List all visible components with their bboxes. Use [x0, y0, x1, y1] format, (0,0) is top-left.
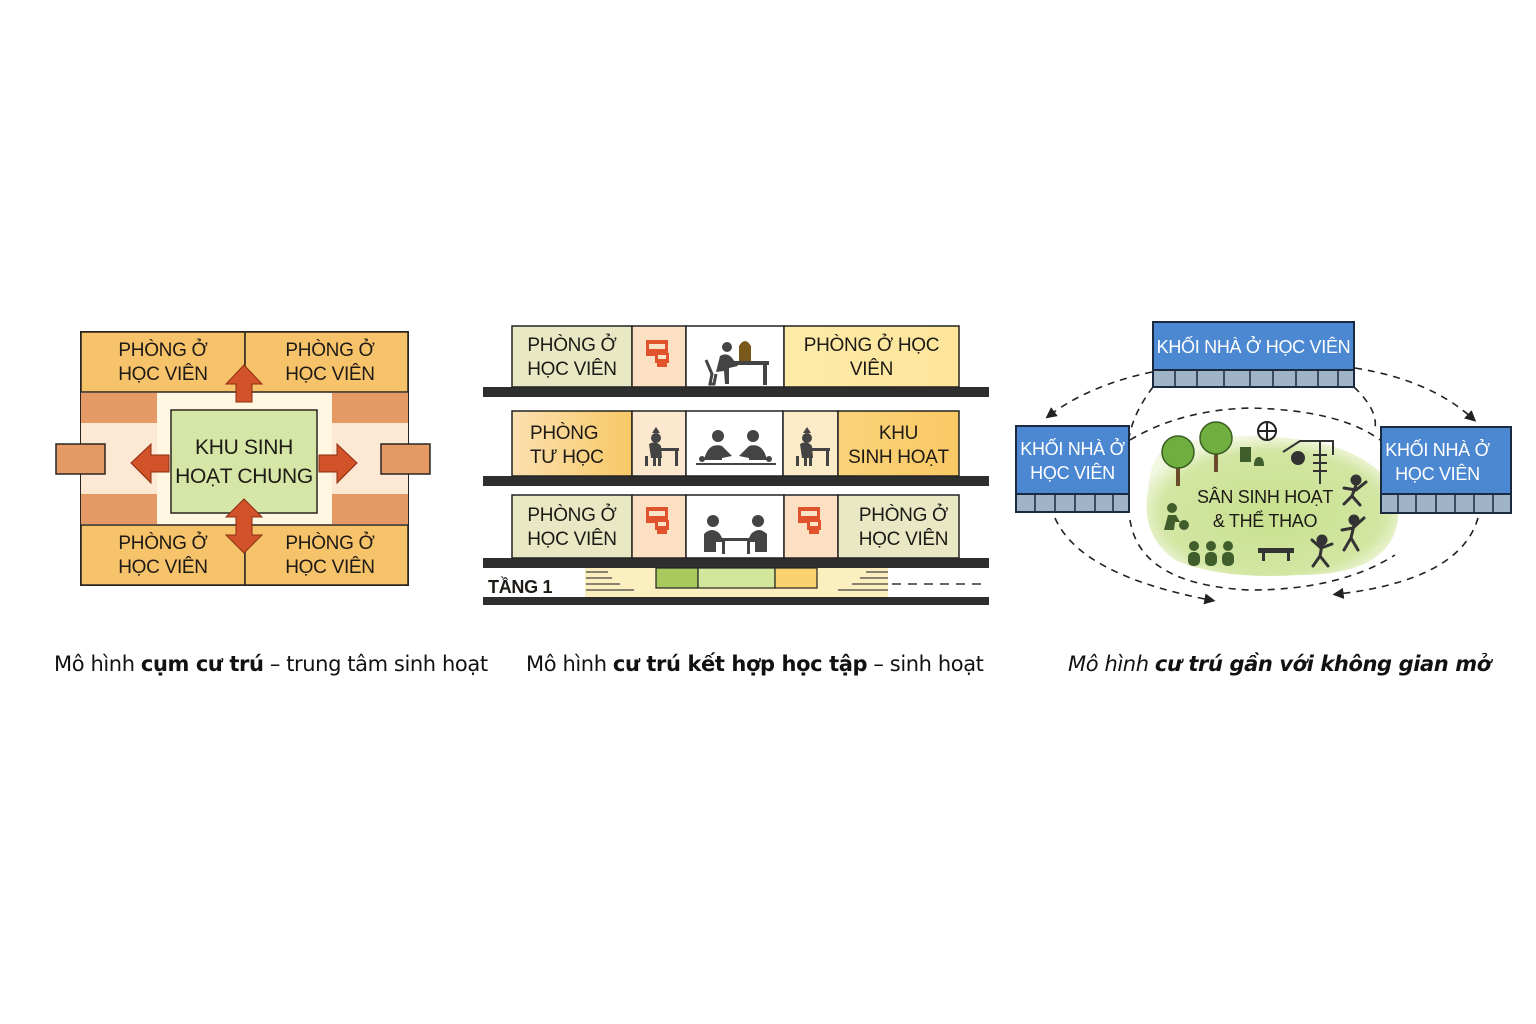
caption-prefix: Mô hình [1068, 652, 1155, 676]
diagram-open-space-model: KHỐI NHÀ Ở HỌC VIÊN KHỐI NHÀ Ở HỌC VIÊN … [1015, 321, 1512, 676]
caption-prefix: Mô hình [54, 652, 141, 676]
courtyard-label: SÂN SINH HOẠT & THỂ THAO [1196, 487, 1334, 531]
caption-suffix: – sinh hoạt [867, 652, 984, 676]
block-top-label: KHỐI NHÀ Ở HỌC VIÊN [1156, 337, 1351, 357]
courtyard-area [1146, 435, 1399, 576]
room-label-bottom-left: PHÒNG Ở HỌC VIÊN [118, 533, 208, 578]
room-label-top-left: PHÒNG Ở HỌC VIÊN [118, 340, 208, 385]
ground-floor-label: TẦNG 1 [488, 577, 553, 597]
block-top [1152, 321, 1355, 388]
trash-bin-icon [1240, 447, 1251, 462]
caption-bold: cư trú gần với không gian mở [1154, 652, 1491, 676]
two-people-discussing-icon [696, 430, 776, 465]
block-right-label: KHỐI NHÀ Ở HỌC VIÊN [1385, 439, 1490, 484]
caption-cluster-model: Mô hình cụm cư trú – trung tâm sinh hoạt [54, 652, 488, 676]
block-left-label: KHỐI NHÀ Ở HỌC VIÊN [1020, 439, 1125, 483]
block-left [1015, 425, 1130, 513]
cluster-plan [55, 331, 431, 586]
diagram-cluster-model: PHÒNG Ở HỌC VIÊN PHÒNG Ở HỌC VIÊN PHÒNG … [0, 0, 488, 700]
person-playing-ball-icon [1164, 503, 1189, 530]
playground-swing-icon [1282, 440, 1334, 484]
block-right [1380, 426, 1512, 514]
caption-mixed-model: Mô hình cư trú kết hợp học tập – sinh ho… [526, 652, 984, 676]
floor-slab [483, 387, 989, 397]
room-bottom-left [80, 524, 246, 586]
bell-icon [1254, 457, 1264, 466]
room-top-right [244, 331, 409, 393]
floor-slab [483, 597, 989, 605]
side-block [81, 393, 157, 423]
section-drawing [483, 325, 989, 605]
side-block [332, 494, 408, 524]
floor3-left-label: PHÒNG Ở HỌC VIÊN [527, 335, 617, 380]
side-block [81, 494, 157, 524]
arrow-left-icon [130, 442, 170, 485]
person-dancing-icon [1310, 534, 1334, 568]
side-block [332, 393, 408, 423]
caption-suffix: – trung tâm sinh hoạt [263, 652, 488, 676]
common-area [170, 409, 318, 514]
arrow-right-icon [318, 442, 358, 485]
entry-left [55, 443, 106, 475]
circulation-paths [1045, 367, 1479, 605]
entry-right [380, 443, 431, 475]
floor-slab [483, 476, 989, 486]
floor1-left-label: PHÒNG Ở HỌC VIÊN [527, 505, 617, 550]
open-space-plan [1015, 321, 1512, 605]
caption-bold: cư trú kết hợp học tập [612, 652, 868, 676]
two-people-at-table-icon [704, 515, 767, 554]
bench-icon [1258, 548, 1294, 561]
caption-prefix: Mô hình [526, 652, 613, 676]
person-exercising-icon [1340, 474, 1368, 552]
diagram-mixed-model: PHÒNG Ở HỌC VIÊN PHÒNG Ở HỌC VIÊN PHÒNG … [0, 0, 1000, 700]
floor3-right-label: PHÒNG Ở HỌC VIÊN [803, 335, 940, 380]
arrow-updown-icon [224, 498, 264, 554]
stairs-icon [586, 571, 888, 591]
floor2-right-label: KHU SINH HOẠT [848, 423, 949, 468]
arrow-up-icon [224, 364, 264, 403]
room-bottom-right [244, 524, 409, 586]
room-label-bottom-right: PHÒNG Ở HỌC VIÊN [285, 533, 375, 578]
caption-bold: cụm cư trú [140, 652, 264, 676]
floor-slab [483, 558, 989, 568]
floor2-left-label: PHÒNG TƯ HỌC [530, 423, 604, 468]
basketball-hoop-icon [1257, 421, 1277, 441]
room-label-top-right: PHÒNG Ở HỌC VIÊN [285, 340, 375, 385]
caption-open-space-model: Mô hình cư trú gần với không gian mở [1068, 652, 1491, 676]
person-reading-at-desk-icon [704, 341, 769, 386]
floor1-right-label: PHÒNG Ở HỌC VIÊN [858, 505, 949, 550]
group-people-icon [1188, 541, 1234, 566]
common-area-label: KHU SINH HOẠT CHUNG [175, 436, 313, 488]
